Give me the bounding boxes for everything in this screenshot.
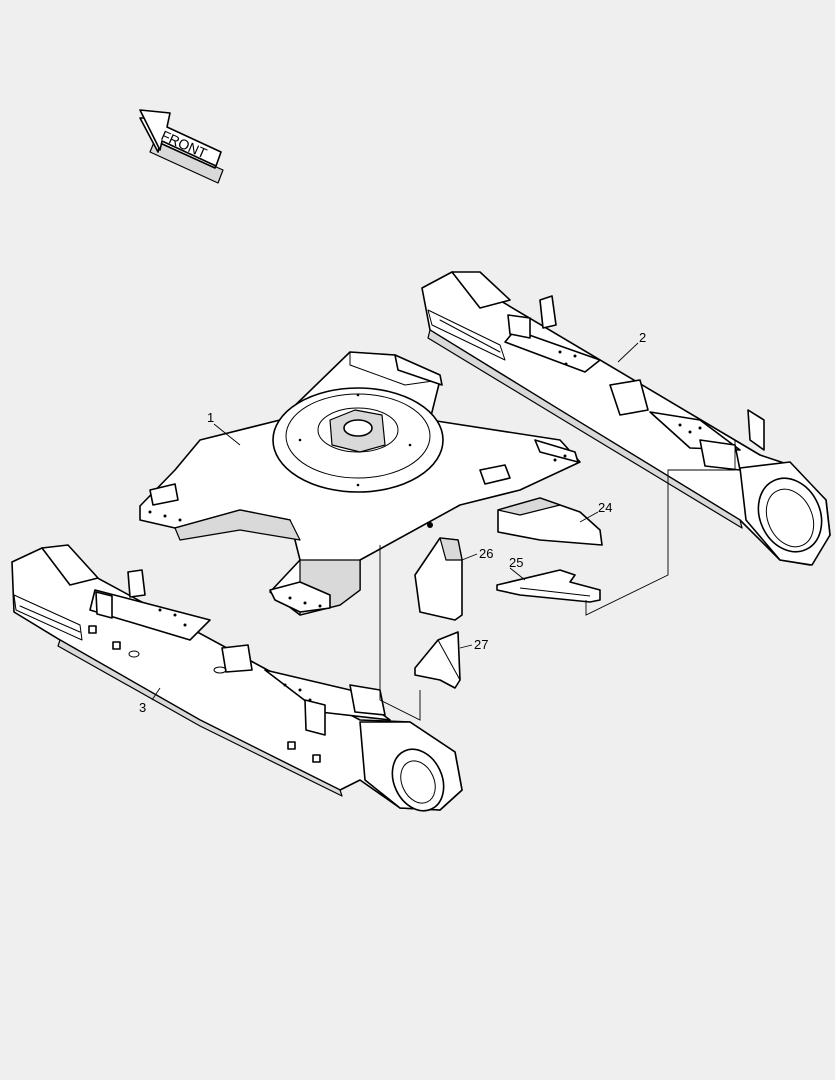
callout-2: 2: [639, 330, 646, 345]
callout-26: 26: [479, 546, 493, 561]
part-27-bracket: [414, 631, 461, 689]
leader-27: [459, 644, 473, 649]
part-24-cover: [497, 497, 603, 546]
leader-25: [509, 567, 526, 581]
front-arrow: FRONT: [139, 109, 224, 184]
leader-3: [151, 687, 161, 701]
callouts: 1 2 3 24 25 26 27: [139, 330, 646, 715]
callout-27: 27: [474, 637, 488, 652]
assembly-line-right: [585, 440, 736, 616]
callout-1: 1: [207, 410, 214, 425]
part-1-center-frame: [139, 351, 581, 616]
part-3-track-frame-left: [11, 544, 463, 812]
leader-lines: [151, 342, 736, 721]
part-2-track-frame-right: [421, 271, 831, 566]
callout-24: 24: [598, 500, 612, 515]
callout-25: 25: [509, 555, 523, 570]
leader-24: [579, 511, 599, 523]
leader-1: [213, 423, 241, 446]
leader-26: [461, 553, 478, 561]
part-25-bracket: [496, 569, 601, 603]
callout-3: 3: [139, 700, 146, 715]
assembly-line-left: [379, 545, 421, 721]
leader-2: [617, 342, 639, 363]
part-26-plate: [414, 537, 463, 621]
